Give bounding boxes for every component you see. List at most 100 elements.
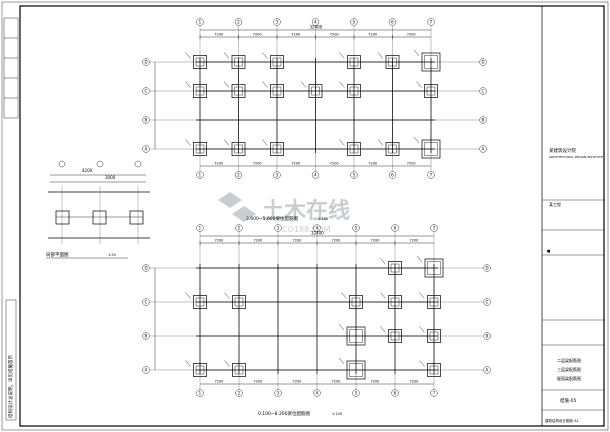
axis-label: 6 [391, 173, 394, 178]
sheet-name-2: 三层梁配筋图 [557, 366, 581, 372]
axis-bubble [142, 58, 150, 66]
company-name-en: ARCHITECTURAL DESIGN INSTITUTE [549, 155, 603, 159]
span-dimension: 7200 [368, 33, 377, 37]
inner-frame [19, 5, 605, 427]
column-rebar [195, 297, 205, 307]
leader-line [185, 360, 191, 367]
axis-bubble [142, 298, 150, 306]
axis-bubble [142, 116, 150, 124]
column-rebar [424, 142, 438, 156]
axis-bubble [427, 171, 435, 179]
column-rebar [390, 263, 400, 273]
leader-line [262, 52, 268, 59]
leader-line [413, 49, 420, 57]
leader-line [413, 136, 420, 144]
watermark: 土木在线 CO188.COM [218, 192, 350, 234]
axis-label: 6 [394, 226, 397, 231]
span-dimension: 7200 [291, 33, 300, 37]
leader-line [338, 323, 345, 331]
leader-line [338, 357, 345, 365]
bottom-plan-scale: 1:100 [332, 412, 342, 416]
axis-label: 2 [238, 226, 241, 231]
span-dimension: 7200 [368, 162, 377, 166]
leader-line [262, 139, 268, 146]
leader-line [416, 81, 422, 88]
axis-bubble [388, 171, 397, 179]
leader-line [339, 52, 345, 59]
column-box [193, 55, 207, 69]
column-rebar [349, 86, 359, 96]
detail-dim-2: 3000 [105, 175, 116, 180]
axis-bubble [479, 87, 487, 95]
column-rebar [429, 297, 439, 307]
axis-label: B [145, 118, 148, 123]
axis-label: C [482, 89, 485, 94]
axis-label: 5 [355, 226, 358, 231]
column-box [388, 329, 402, 343]
column-box [385, 142, 400, 156]
leader-line [223, 81, 230, 88]
axis-bubble [235, 224, 243, 232]
axis-bubble [235, 389, 243, 397]
axis-label: 4 [316, 391, 319, 396]
title-block: 某建筑设计院 ARCHITECTURAL DESIGN INSTITUTE 某工… [541, 6, 604, 426]
span-dimension: 7200 [330, 162, 339, 166]
span-dimension: 7200 [332, 239, 341, 243]
column-rebar [388, 144, 397, 154]
axis-bubble [352, 389, 360, 397]
axis-bubble [234, 171, 243, 179]
column-rebar [390, 331, 400, 341]
axis-label: 1 [199, 391, 202, 396]
span-dimension: 7200 [254, 380, 263, 384]
column-rebar [234, 297, 244, 307]
top-plan-title: 3.600~5.600梁位配筋图 [246, 215, 299, 222]
axis-bubble [196, 389, 204, 397]
axis-label: B [486, 334, 489, 339]
column-box [193, 295, 207, 309]
axis-bubble [350, 171, 358, 179]
detail-dim-1: 4200 [82, 168, 93, 173]
column-box [232, 295, 246, 309]
axis-bubble [391, 224, 399, 232]
axis-bubble [234, 18, 243, 26]
span-dimension: 7200 [253, 33, 262, 37]
column-box [193, 363, 207, 377]
axis-bubble [273, 18, 281, 26]
column-rebar [424, 55, 438, 69]
axis-label: 7 [433, 391, 436, 396]
detail-plan: 4200 3000 局部平面图 1:50 [46, 160, 150, 259]
leader-line [416, 255, 423, 263]
sheet-name-list-label: ■ [547, 249, 550, 253]
column-box [346, 360, 366, 380]
axis-bubble [483, 366, 491, 374]
column-box [270, 142, 284, 156]
span-dimension: 7200 [410, 239, 419, 243]
span-dimension: 7200 [407, 162, 416, 166]
column-box [388, 295, 402, 309]
axis-label: 4 [316, 226, 319, 231]
axis-label: 2 [238, 391, 241, 396]
binding-strip [3, 17, 19, 119]
column-rebar [272, 57, 282, 67]
column-rebar [195, 144, 205, 154]
axis-label: 6 [391, 20, 394, 25]
column-box [421, 52, 441, 72]
axis-bubble [479, 116, 487, 124]
span-dimension: 7200 [254, 239, 263, 243]
span-dimension: 7200 [293, 239, 302, 243]
column-rebar [195, 57, 205, 67]
column-rebar [272, 86, 282, 96]
axis-bubble [430, 224, 438, 232]
axis-label: A [482, 147, 485, 152]
axis-label: 2 [237, 173, 240, 178]
column-rebar [429, 365, 439, 375]
column-box [427, 329, 441, 343]
title-block-footer: 建筑结构设计图纸 A1 [545, 418, 579, 423]
span-dimension: 7200 [332, 380, 341, 384]
axis-bubble [273, 171, 281, 179]
column-rebar [234, 144, 243, 154]
leader-line [185, 52, 191, 59]
span-dimension: 7200 [214, 162, 223, 166]
